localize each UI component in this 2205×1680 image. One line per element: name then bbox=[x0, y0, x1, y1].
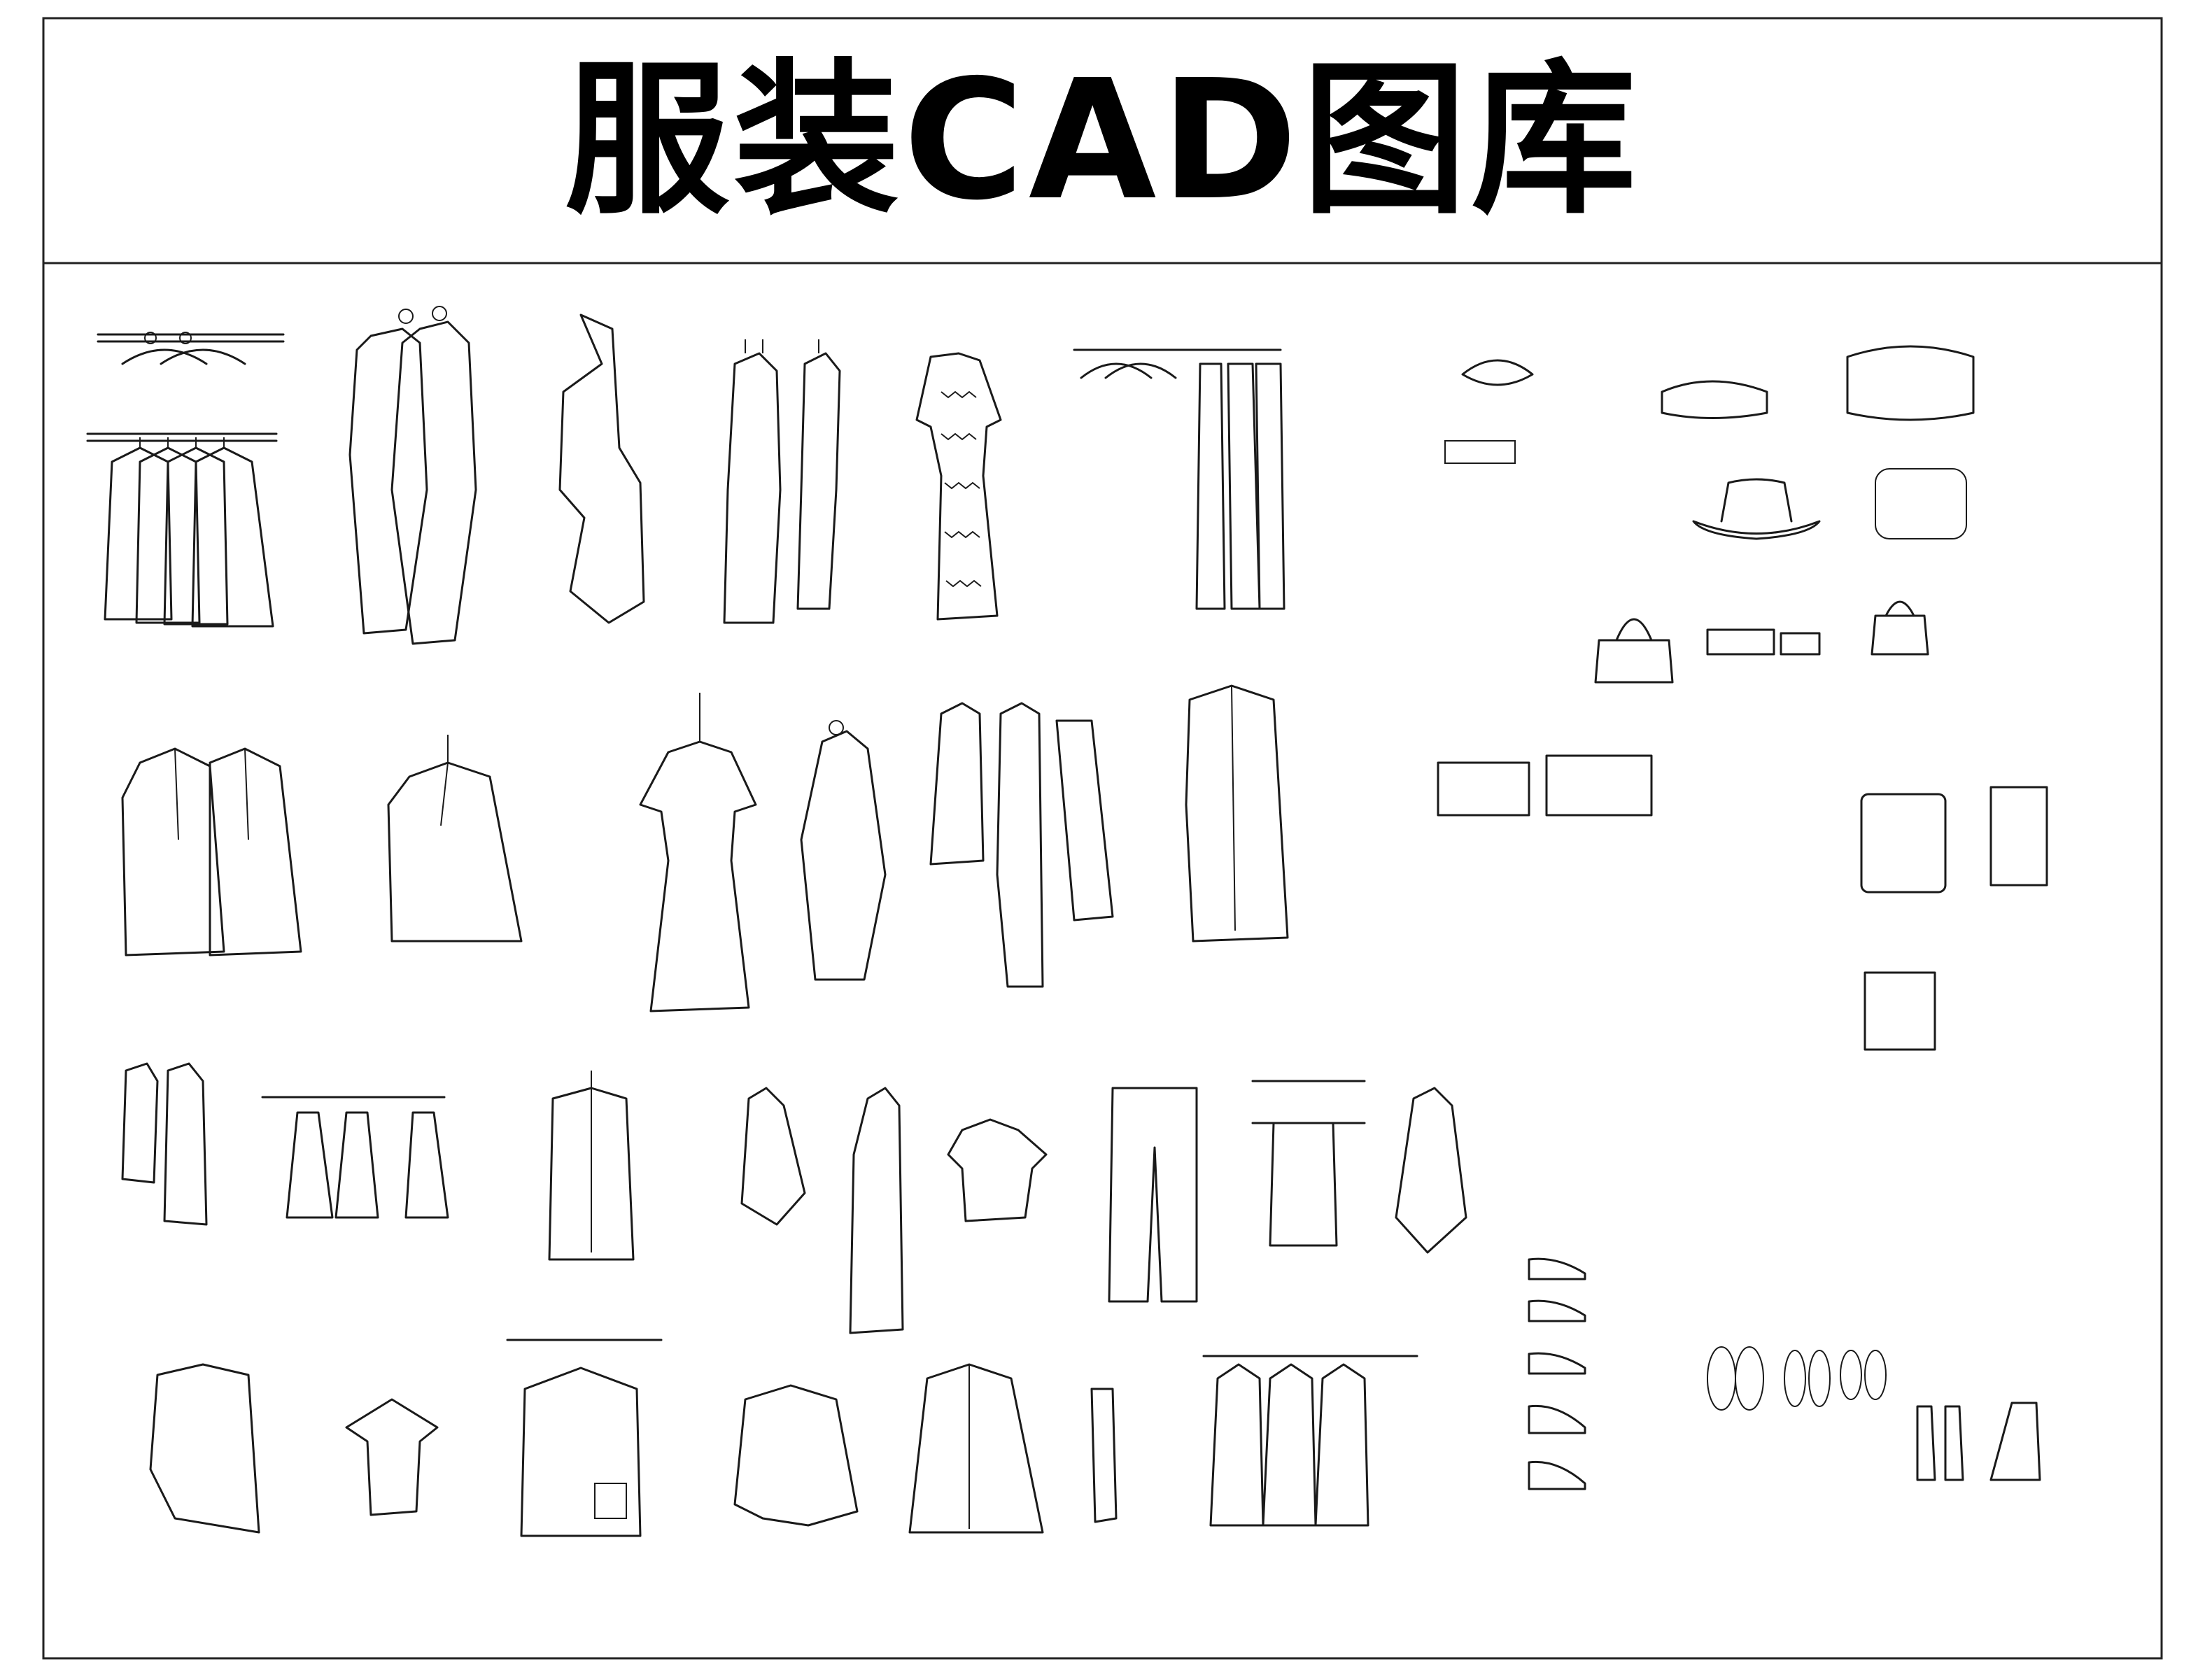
long-coat-outline-icon bbox=[558, 313, 645, 624]
t-shirt-icon bbox=[947, 1118, 1048, 1222]
trousers-on-rail-icon bbox=[1073, 348, 1285, 610]
hanging-trousers-icon bbox=[1090, 1388, 1118, 1523]
handbag-icon bbox=[1594, 600, 1929, 684]
boots-icon bbox=[1916, 1402, 2041, 1481]
lace-top-icon bbox=[345, 1398, 439, 1516]
drawing-title: 服装CAD图库 bbox=[564, 44, 1641, 237]
shirts-and-trousers-icon bbox=[929, 702, 1114, 988]
short-sleeve-dress-icon bbox=[639, 693, 757, 1012]
suit-jackets-on-rail-icon bbox=[86, 432, 278, 628]
patterned-dress-icon bbox=[915, 352, 1002, 621]
double-breasted-coat-icon bbox=[506, 1339, 663, 1537]
waistcoat-jacket-icon bbox=[548, 1071, 635, 1261]
jackets-on-rail-icon bbox=[1202, 1355, 1418, 1527]
storage-box-icon bbox=[1437, 754, 1936, 1051]
overcoat-icon bbox=[1185, 684, 1289, 943]
hanging-coats-icon bbox=[723, 339, 841, 624]
hanging-cloth-icon bbox=[1395, 1087, 1467, 1254]
hanger-rail-icon bbox=[97, 332, 285, 365]
shoes-icon bbox=[1528, 1257, 1887, 1490]
trousers-icon bbox=[1108, 1087, 1198, 1303]
suit-jacket-icon bbox=[733, 1384, 859, 1527]
skirts-on-rail-icon bbox=[261, 1096, 449, 1219]
folded-pillow-icon bbox=[1444, 359, 1534, 464]
folded-shirt-icon bbox=[1860, 786, 2048, 894]
folded-towels-icon bbox=[1661, 345, 1975, 539]
double-blazer-icon bbox=[121, 747, 302, 957]
shirt-icon bbox=[149, 1363, 260, 1534]
hat-icon bbox=[1692, 478, 1821, 540]
chinese-jacket-icon bbox=[908, 1363, 1044, 1534]
long-draped-coat-icon bbox=[849, 1087, 904, 1334]
towel-rack-icon bbox=[1251, 1080, 1366, 1247]
blazer-on-hanger-icon bbox=[387, 735, 523, 943]
draped-coat-icon bbox=[800, 720, 887, 981]
hanging-jackets-icon bbox=[121, 1062, 208, 1226]
long-coats-icon bbox=[348, 306, 477, 645]
scarf-icon bbox=[740, 1087, 806, 1226]
drawing-border bbox=[42, 17, 2163, 1660]
